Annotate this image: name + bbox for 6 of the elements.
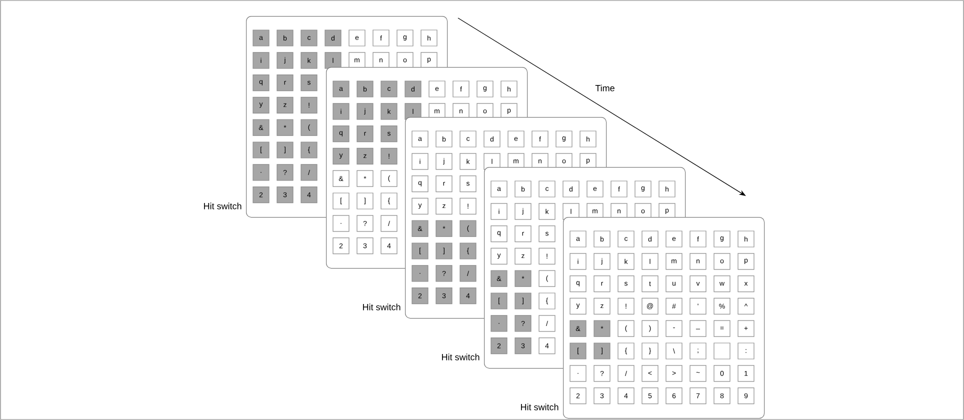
panel-caption: Hit switch	[521, 404, 558, 410]
panel-caption: Hit switch	[442, 354, 480, 360]
panel-caption: Hit switch	[363, 304, 400, 310]
time-label: Time	[595, 84, 614, 92]
blank-key	[714, 342, 730, 360]
panel-caption: Hit switch	[204, 202, 242, 210]
